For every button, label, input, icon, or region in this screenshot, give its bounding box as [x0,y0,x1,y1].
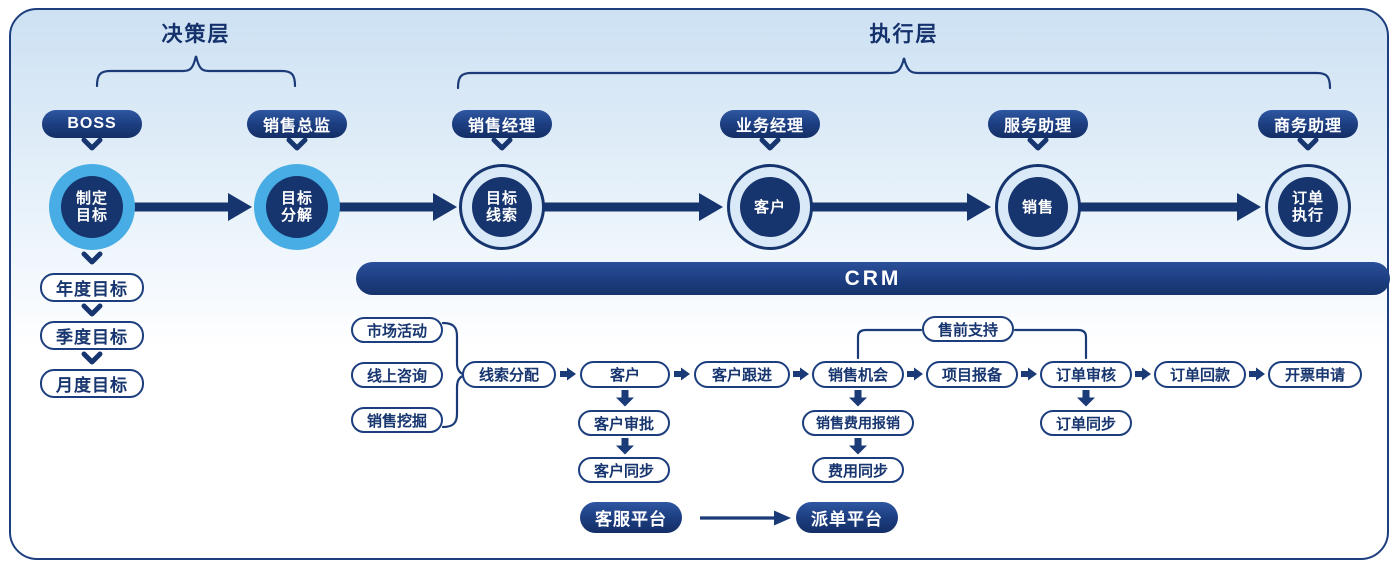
role-badge-sales-manager: 销售经理 [452,110,552,138]
role-badge-boss: BOSS [42,110,142,138]
platform-pill-dispatch: 派单平台 [796,502,898,533]
stage-circle-label: 销售 [1008,177,1068,237]
lead-source-online-inquiry: 线上咨询 [351,362,443,388]
goal-pill-quarterly: 季度目标 [40,321,144,350]
flow-pill-invoice-request: 开票申请 [1268,361,1362,388]
decision-layer-title: 决策层 [161,23,231,46]
flow-pill-customer: 客户 [580,361,670,388]
role-badge-service-assistant: 服务助理 [988,110,1088,138]
role-badge-business-manager: 业务经理 [720,110,820,138]
presale-support-pill: 售前支持 [922,316,1014,342]
platform-pill-customer-service: 客服平台 [580,502,682,533]
execution-layer-title: 执行层 [869,23,939,46]
subflow-pill-order-sync: 订单同步 [1040,410,1132,436]
stage-circle-label: 制定目标 [61,176,123,238]
flow-pill-customer-followup: 客户跟进 [694,361,790,388]
flow-pill-project-registration: 项目报备 [926,361,1018,388]
goal-pill-monthly: 月度目标 [40,369,144,398]
stage-circle-label: 客户 [740,177,800,237]
stage-circle-label: 订单执行 [1278,177,1338,237]
subflow-pill-sales-expense-reimbursement: 销售费用报销 [802,410,914,436]
stage-circle-goal-breakdown: 目标分解 [254,164,340,250]
subflow-pill-expense-sync: 费用同步 [812,457,904,483]
role-badge-commerce-assistant: 商务助理 [1258,110,1358,138]
subflow-pill-customer-approval: 客户审批 [578,410,670,436]
stage-circle-order-execution: 订单执行 [1265,164,1351,250]
flow-pill-order-payment: 订单回款 [1154,361,1246,388]
role-badge-sales-director: 销售总监 [247,110,347,138]
flow-pill-lead-assignment: 线索分配 [462,361,556,388]
stage-circle-label: 目标分解 [266,176,328,238]
crm-bar: CRM [356,262,1390,295]
subflow-pill-customer-sync: 客户同步 [578,457,670,483]
lead-source-sales-mining: 销售挖掘 [351,407,443,433]
stage-circle-customer: 客户 [727,164,813,250]
stage-circle-label: 目标线索 [472,177,532,237]
flow-pill-order-review: 订单审核 [1040,361,1132,388]
stage-circle-target-leads: 目标线索 [459,164,545,250]
goal-pill-annual: 年度目标 [40,273,144,302]
stage-circle-set-goals: 制定目标 [49,164,135,250]
lead-source-marketing-activity: 市场活动 [351,317,443,343]
stage-circle-sales: 销售 [995,164,1081,250]
flow-pill-sales-opportunity: 销售机会 [812,361,904,388]
